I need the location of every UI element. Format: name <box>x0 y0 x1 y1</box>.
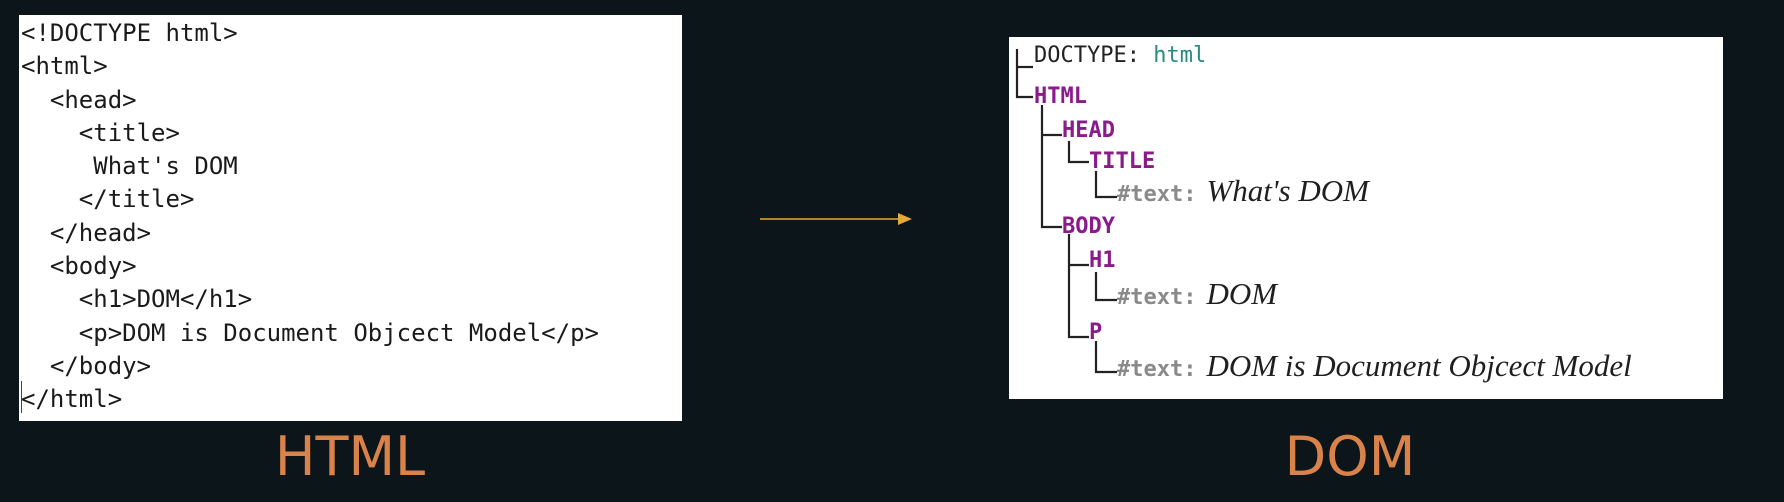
text-node-value: DOM <box>1206 276 1278 311</box>
dom-html-node: HTML <box>1034 84 1087 109</box>
code-line: What's DOM <box>21 152 238 181</box>
dom-doctype-node: DOCTYPE: html <box>1034 42 1206 70</box>
code-line: <!DOCTYPE html> <box>21 19 238 47</box>
html-code-panel: <!DOCTYPE html> <html> <head> <title> Wh… <box>19 15 682 421</box>
dom-tree-panel: DOCTYPE: html HTML HEAD TITLE #text: What… <box>1009 37 1723 399</box>
code-line: <body> <box>21 252 137 281</box>
code-line: </title> <box>21 185 195 214</box>
code-line: </html> <box>21 385 123 414</box>
text-cursor <box>21 381 22 413</box>
text-node-label: #text: <box>1117 182 1197 207</box>
arrow-icon <box>760 213 912 225</box>
code-line: <p>DOM is Document Objcect Model</p> <box>21 318 599 347</box>
dom-p-text-node: #text: DOM is Document Objcect Model <box>1117 350 1632 384</box>
code-line: </head> <box>21 218 152 247</box>
dom-title-text-node: #text: What's DOM <box>1117 175 1369 209</box>
dom-head-node: HEAD <box>1062 118 1115 143</box>
text-node-label: #text: <box>1117 357 1197 382</box>
code-line: <title> <box>21 118 180 147</box>
code-line: </body> <box>21 351 152 380</box>
dom-caption: DOM <box>1284 425 1416 488</box>
text-node-value: What's DOM <box>1206 173 1369 208</box>
dom-p-node: P <box>1089 320 1103 345</box>
text-node-label: #text: <box>1117 285 1197 310</box>
html-caption: HTML <box>274 425 426 488</box>
dom-h1-node: H1 <box>1089 248 1116 273</box>
code-line: <html> <box>21 52 108 81</box>
dom-title-node: TITLE <box>1089 149 1156 174</box>
doctype-value: html <box>1153 43 1207 68</box>
code-line: <h1>DOM</h1> <box>21 285 253 314</box>
tree-connectors <box>1015 49 1117 374</box>
text-node-value: DOM is Document Objcect Model <box>1206 348 1632 383</box>
doctype-label: DOCTYPE: <box>1034 43 1140 68</box>
dom-h1-text-node: #text: DOM <box>1117 278 1277 312</box>
dom-body-node: BODY <box>1062 214 1115 239</box>
code-line: <head> <box>21 85 137 114</box>
